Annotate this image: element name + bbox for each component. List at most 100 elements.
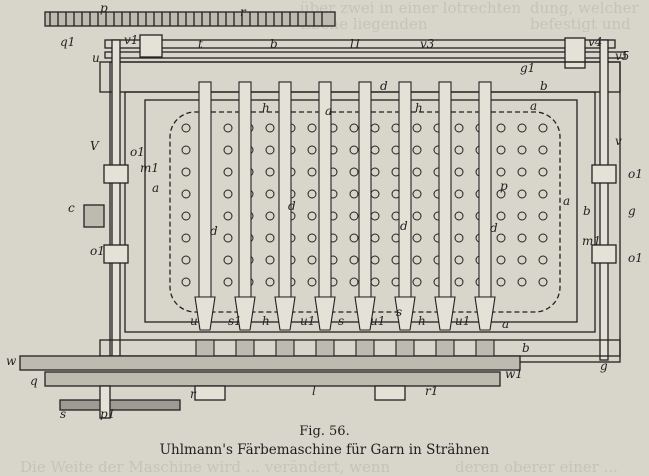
rod-funnel [274,296,296,331]
hole [370,145,380,155]
hole [181,189,191,199]
label: r [240,5,247,19]
hole [370,211,380,221]
rod-funnel [474,296,496,331]
hole [496,189,506,199]
rod-bearing [315,339,335,357]
label: p [100,1,108,15]
hole [370,233,380,243]
hole [223,167,233,177]
rod-bearing [435,339,455,357]
bleed-through-line: dung, welcher [530,0,639,17]
label: p1 [100,407,115,420]
hole [349,277,359,287]
bottom-gear-q [44,371,501,387]
hole [454,189,464,199]
hole [349,123,359,133]
hole [307,255,317,265]
rod-funnel [194,296,216,331]
label: m1 [582,234,601,248]
hole [181,233,191,243]
label: g [628,204,636,218]
hole [265,123,275,133]
hole [517,277,527,287]
label: d [210,224,218,238]
label: g [600,359,608,373]
label: v3 [420,37,435,51]
label: s1 [228,314,242,328]
hole [349,233,359,243]
hole [307,277,317,287]
top-shaft [104,39,616,49]
hole [517,167,527,177]
rod-bearing [475,339,495,357]
label: d [490,221,498,235]
hole [538,189,548,199]
hole [181,167,191,177]
label: t [198,37,203,51]
bottom-gear-w [19,355,521,371]
rod-funnel [234,296,256,331]
hole [265,145,275,155]
hole [412,255,422,265]
label: a [325,104,332,118]
hole [223,123,233,133]
hole [517,255,527,265]
hole [496,233,506,243]
label: a [502,317,509,331]
hole [496,145,506,155]
hole [517,211,527,221]
label: l1 [350,37,361,51]
hole [496,277,506,287]
yarn-rods [194,81,496,357]
hole [370,255,380,265]
hole [538,145,548,155]
bleed-through-line: Die Weite der Maschine wird ... veränder… [20,458,391,476]
yarn-rod [198,81,212,298]
hole [538,255,548,265]
label: d [288,199,296,213]
figure-caption: Uhlmann's Färbemaschine für Garn in Strä… [159,442,490,458]
hole [265,255,275,265]
hole [370,189,380,199]
rod-bearing [275,339,295,357]
hole [223,145,233,155]
hole [370,277,380,287]
label: a [563,194,570,208]
label: u1 [300,314,315,328]
rod-bearing [395,339,415,357]
hole [454,167,464,177]
left-shaft [111,39,121,361]
rod-funnel [314,296,336,331]
label: b [270,37,278,51]
label: r [190,387,197,401]
label: p [500,179,508,193]
hole [181,145,191,155]
hole [223,277,233,287]
label: s [60,407,66,420]
label: s [396,305,402,319]
label: o1 [90,244,105,258]
hole [181,123,191,133]
hole [454,211,464,221]
yarn-rod [238,81,252,298]
hole [454,255,464,265]
label: s [338,314,344,328]
label: b [583,204,591,218]
hole [496,255,506,265]
label: V [90,139,100,153]
hole [517,189,527,199]
hole [265,167,275,177]
hole [517,145,527,155]
hole [517,233,527,243]
label: b [540,79,548,93]
hole [307,123,317,133]
hole [307,167,317,177]
label: u1 [370,314,385,328]
label: u [190,314,198,328]
label: o1 [628,167,643,181]
yarn-rod [398,81,412,298]
label: w [6,354,17,368]
label: g1 [520,61,535,75]
label: u1 [455,314,470,328]
